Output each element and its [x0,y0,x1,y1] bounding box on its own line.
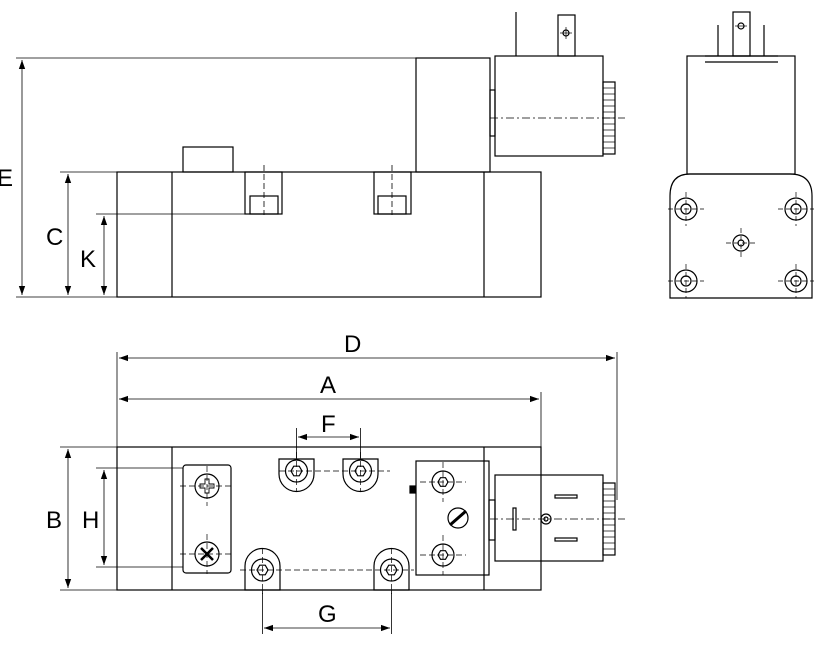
small-dot [409,485,416,494]
dim-label-g: G [318,601,337,628]
dimension-labels: E C K D A F B H G [0,165,361,628]
end-view [668,11,814,299]
dim-label-h: H [82,507,99,534]
dim-label-d: D [344,331,361,358]
dim-label-e: E [0,165,13,192]
dim-label-c: C [46,224,63,251]
valve-body-side [116,171,542,298]
connector-pin-side [557,14,576,57]
solenoid-housing-side [415,57,491,173]
mounting-plate-end [669,173,813,299]
solenoid-plate-top [415,460,490,576]
connector-pin-end [732,11,751,57]
dim-label-f: F [321,411,336,438]
center-screw-icon [447,507,469,529]
side-view [116,12,625,298]
valve-body-top [116,446,542,591]
coil-top [494,474,604,562]
top-cap [182,146,234,173]
coil-end [686,55,796,175]
coil-side [494,55,604,157]
top-view [116,446,625,594]
dim-label-a: A [320,372,336,399]
dim-label-b: B [46,507,62,534]
dim-label-k: K [80,246,96,273]
dimension-lines [16,57,618,634]
